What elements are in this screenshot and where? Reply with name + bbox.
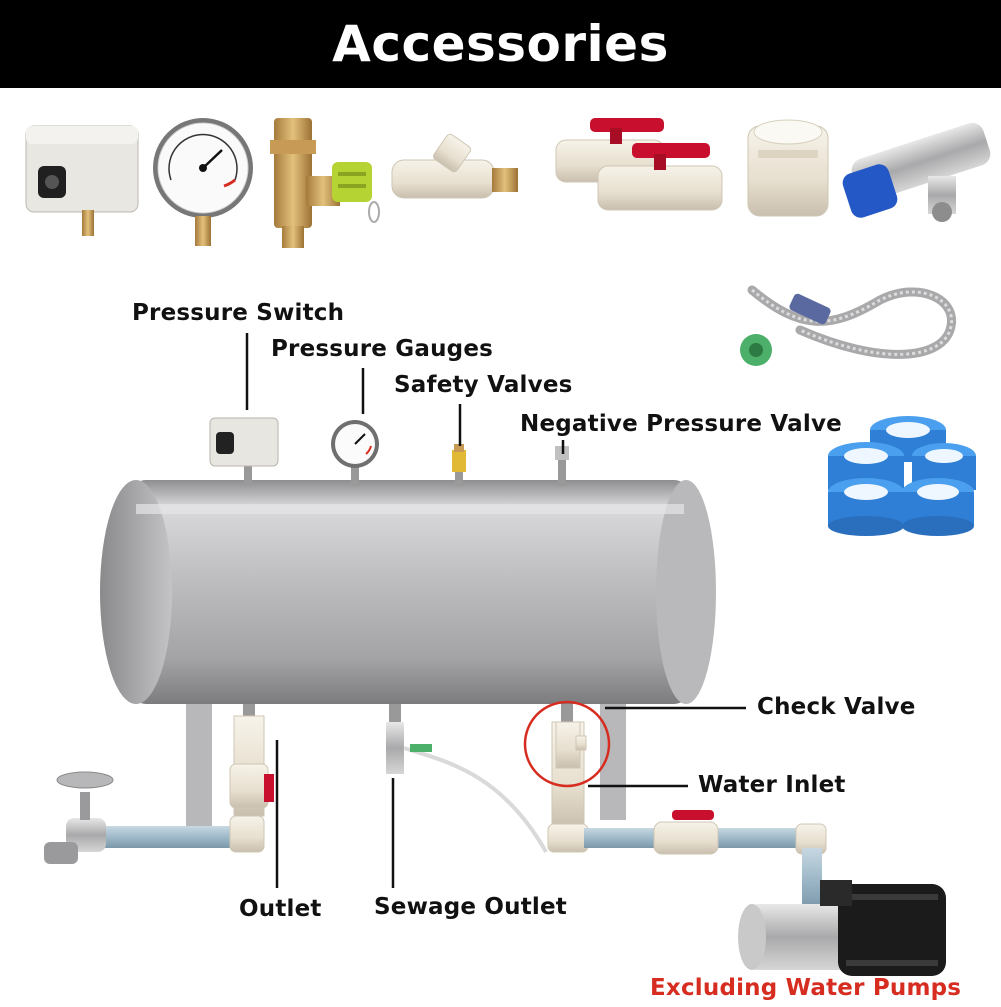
check-valve-highlight [523,700,611,788]
leader-lines [245,333,746,888]
pressure-switch-icon [25,125,139,236]
pressure-gauge-icon [153,118,253,246]
stainless-tee-valve-icon [842,122,991,222]
pressure-gauges-label: Pressure Gauges [271,336,494,362]
check-valve-label: Check Valve [757,694,916,720]
pressure-switch-label: Pressure Switch [132,300,345,326]
pvc-union-icon [747,119,829,217]
sewage-outlet-label: Sewage Outlet [374,894,568,920]
tank-pressure-switch [209,417,279,467]
outlet-piping [96,715,274,853]
water-pump-icon [738,880,946,976]
water-inlet-label: Water Inlet [698,772,846,798]
header-banner: Accessories [0,0,1001,88]
tank-check-valve [555,721,587,769]
pvc-ball-valves-icon [555,118,723,211]
tank-pressure-gauge [331,420,379,468]
outlet-label: Outlet [239,896,322,922]
braided-hose-icon [740,285,956,366]
tank-safety-valve [452,444,466,472]
pressure-tank [100,454,716,840]
ptfe-tape-rolls-icon [828,416,976,536]
safety-valves-label: Safety Valves [394,372,573,398]
brass-safety-valve-icon [270,118,380,248]
inlet-piping [547,721,827,908]
sewage-outlet-fitting [386,722,548,853]
banner-title: Accessories [332,15,669,73]
water-faucet-icon [44,771,114,864]
excluding-water-pumps-note: Excluding Water Pumps [650,975,962,1001]
negative-pressure-valve-label: Negative Pressure Valve [520,411,842,437]
pvc-check-valve-icon [391,133,518,199]
